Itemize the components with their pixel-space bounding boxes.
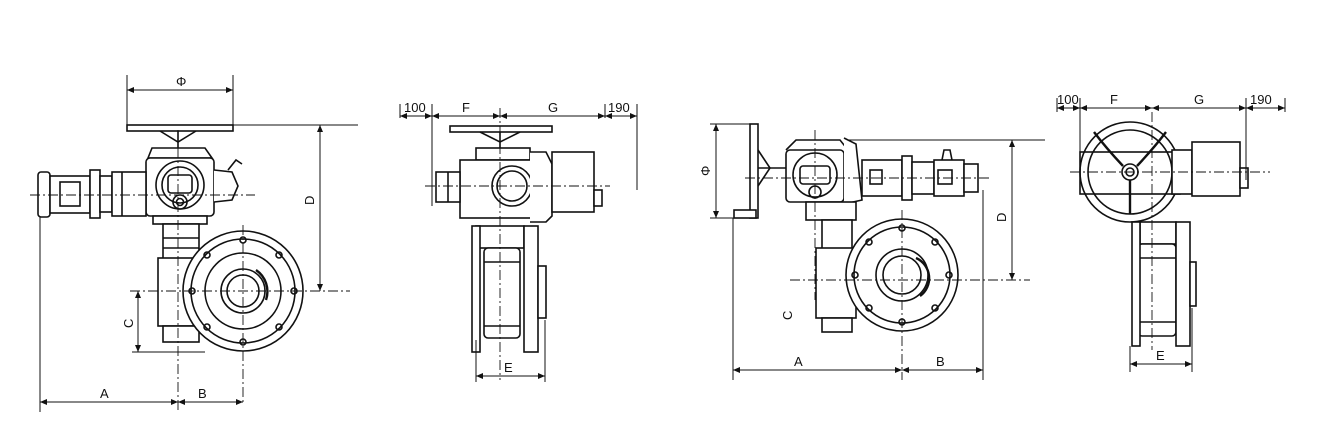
control-box-icon [145, 147, 243, 225]
figure-4-side-view [1056, 98, 1286, 372]
motor-icon [37, 169, 147, 219]
figure-2-side-view [399, 104, 638, 382]
fig2-label-f: F [462, 100, 470, 115]
fig3-label-phi: Φ [698, 166, 713, 176]
figure-3-front-view [710, 123, 1045, 380]
fig2-label-e: E [504, 360, 513, 375]
fig3-label-d: D [994, 213, 1009, 222]
fig1-label-a: A [100, 386, 109, 401]
fig1-label-c: C [121, 319, 136, 328]
fig2-label-190: 190 [608, 100, 630, 115]
handwheel-icon [449, 125, 553, 148]
fig4-label-e: E [1156, 348, 1165, 363]
figure-3-labels: Φ D C A B [698, 166, 1009, 369]
fig3-label-b: B [936, 354, 945, 369]
shaft-icon [1137, 221, 1177, 337]
fig4-label-100: 100 [1057, 92, 1079, 107]
fig2-label-g: G [548, 100, 558, 115]
motor-icon [551, 151, 603, 213]
fig1-label-phi: Φ [176, 74, 186, 89]
fig1-label-b: B [198, 386, 207, 401]
fig1-label-d: D [302, 196, 317, 205]
handwheel-icon [733, 123, 786, 219]
fig4-label-g: G [1194, 92, 1204, 107]
figure-4-labels: 100 F G 190 E [1057, 92, 1272, 363]
fig3-label-c: C [780, 311, 795, 320]
handwheel-icon [126, 124, 234, 150]
gearbox-icon [1131, 221, 1197, 347]
control-box-icon [435, 147, 553, 223]
figure-1-front-view [30, 75, 358, 412]
fig2-label-100: 100 [404, 100, 426, 115]
fig3-label-a: A [794, 354, 803, 369]
fig4-label-f: F [1110, 92, 1118, 107]
motor-icon [1191, 141, 1249, 197]
gearbox-icon [471, 225, 547, 353]
figure-1-labels: Φ D C A B [100, 74, 317, 401]
control-box-icon [785, 137, 863, 221]
motor-icon [861, 149, 979, 201]
figure-2-labels: 100 F G 190 E [404, 100, 630, 375]
fig4-label-190: 190 [1250, 92, 1272, 107]
